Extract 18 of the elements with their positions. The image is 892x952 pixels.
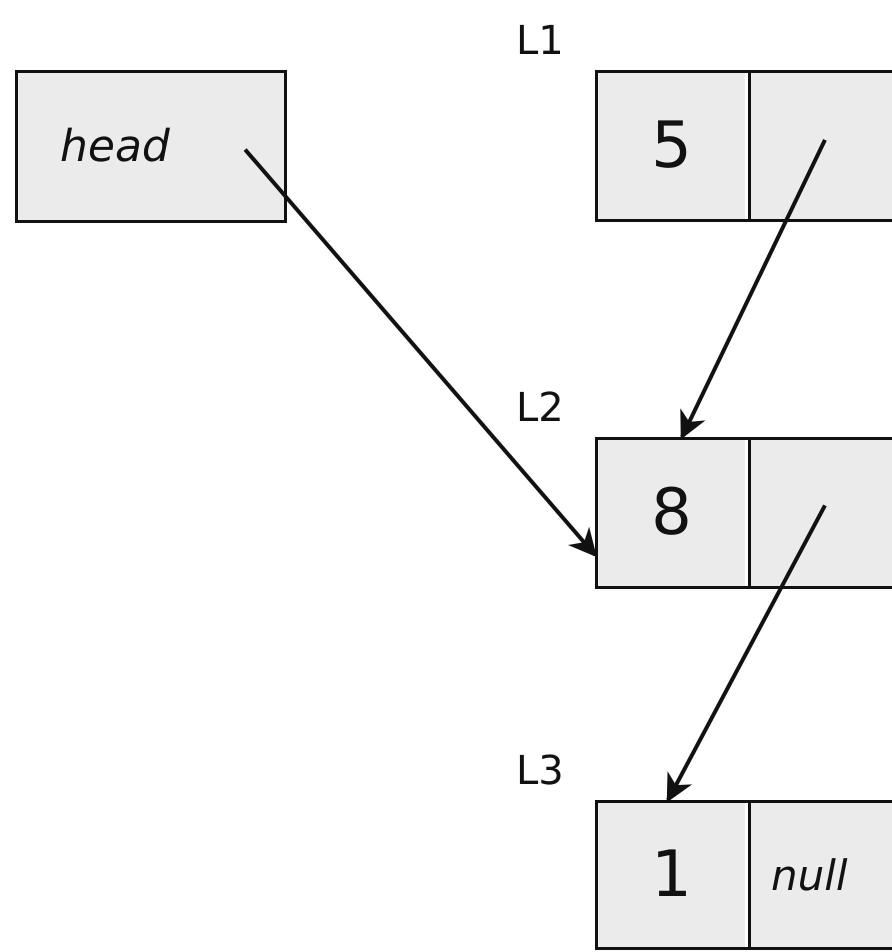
node-label: L1 — [516, 21, 564, 61]
value-cell — [598, 803, 745, 947]
node-label: L2 — [516, 388, 564, 428]
arrow — [244, 148, 597, 558]
value-cell — [598, 440, 745, 586]
value: 5 — [651, 114, 692, 178]
value: 8 — [651, 481, 692, 545]
arrow — [666, 504, 827, 802]
pointer-cell — [748, 73, 892, 219]
variable-name: head — [60, 121, 170, 172]
arrow — [680, 139, 827, 440]
pointer-cell — [748, 803, 892, 947]
value: 1 — [651, 843, 692, 907]
pointer-box — [15, 70, 287, 223]
pointer-cell — [748, 440, 892, 586]
value-cell — [598, 73, 745, 219]
null-value: null — [771, 850, 848, 900]
node-label: L3 — [516, 751, 564, 791]
